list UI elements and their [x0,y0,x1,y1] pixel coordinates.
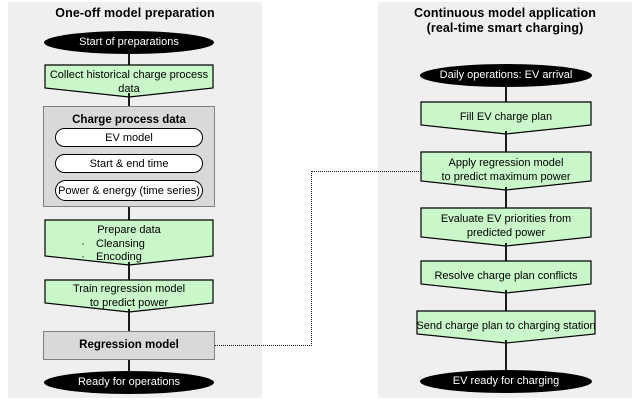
pentagon-shape [420,207,592,247]
connector-step2-to-step3 [505,187,507,208]
pentagon-shape [416,310,596,344]
pentagon-shape [44,219,214,266]
left-process-prepare-data-title: Prepare data [97,224,161,236]
bullet-label-encoding: Encoding [96,251,142,263]
right-process-2-line1: Apply regression model [448,157,564,169]
cross-link-segment-horizontal-top [311,171,421,172]
right-process-evaluate-ev-priorities[interactable]: Evaluate EV priorities from predicted po… [420,207,592,247]
pentagon-shape [44,64,214,98]
left-process-collect-data-line1: Collect historical charge process [49,69,209,81]
left-process-train-model-line1: Train regression model [72,283,186,295]
left-end-terminator[interactable]: Ready for operations [44,371,214,394]
pentagon-shape [420,260,592,294]
connector-step3-to-step4 [505,243,507,261]
right-process-3-line1: Evaluate EV priorities from [440,213,572,225]
right-process-resolve-conflicts[interactable]: Resolve charge plan conflicts [420,260,592,294]
right-panel-title-line2: (real-time smart charging) [426,21,584,35]
right-process-3-line2: predicted power [466,226,546,239]
connector-group-to-prepare [128,207,130,220]
left-store-regression-model[interactable]: Regression model [43,331,215,360]
left-process-collect-data-line2: data [118,82,140,95]
connector-step1-to-step2 [505,131,507,152]
connector-left-start-to-collect [128,53,130,65]
connector-collect-to-group [128,93,130,107]
right-process-4-line1: Resolve charge plan conflicts [434,270,578,282]
connector-step4-to-step5 [505,290,507,311]
left-process-train-model-line2: to predict power [89,296,169,309]
left-process-prepare-data[interactable]: Prepare data · Cleansing · Encoding [44,219,214,266]
bullet-row-cleansing: · Cleansing [70,238,188,252]
bullet-glyph: · [81,251,85,263]
cross-link-segment-horizontal-bottom [215,345,312,346]
right-panel-title-line1: Continuous model application [414,6,596,20]
connector-prepare-to-train [128,262,130,280]
connector-right-start-to-step1 [505,86,507,102]
left-process-prepare-data-bullets: · Cleansing · Encoding [70,238,188,265]
bullet-label-cleansing: Cleansing [96,237,145,250]
right-start-terminator[interactable]: Daily operations: EV arrival [420,64,592,87]
left-process-train-model[interactable]: Train regression model to predict power [44,279,214,313]
connector-model-store-to-end [128,360,130,372]
right-process-5-line1: Send charge plan to charging station [416,320,596,332]
pentagon-shape [420,101,592,135]
left-group-item-power-energy[interactable]: Power & energy (time series) [55,180,203,201]
right-panel-title: Continuous model application (real-time … [378,6,632,36]
right-process-1-line1: Fill EV charge plan [459,111,553,123]
pentagon-shape [44,279,214,313]
left-group-item-start-end-time[interactable]: Start & end time [55,154,203,173]
left-group-title: Charge process data [72,114,186,126]
pentagon-shape [420,151,592,191]
right-process-apply-regression-model[interactable]: Apply regression model to predict maximu… [420,151,592,191]
connector-step5-to-end [505,340,507,371]
right-process-fill-ev-charge-plan[interactable]: Fill EV charge plan [420,101,592,135]
left-group-item-ev-model[interactable]: EV model [55,128,203,147]
bullet-glyph: · [81,237,85,250]
right-process-send-charge-plan[interactable]: Send charge plan to charging station [416,310,596,344]
right-end-terminator[interactable]: EV ready for charging [420,370,592,393]
cross-link-segment-vertical [311,171,312,346]
bullet-row-encoding: · Encoding [70,251,188,265]
left-start-terminator[interactable]: Start of preparations [44,31,214,54]
connector-train-to-model-store [128,309,130,332]
right-process-2-line2: to predict maximum power [441,170,571,183]
left-panel-title: One-off model preparation [55,6,215,20]
left-process-collect-data[interactable]: Collect historical charge process data [44,64,214,98]
